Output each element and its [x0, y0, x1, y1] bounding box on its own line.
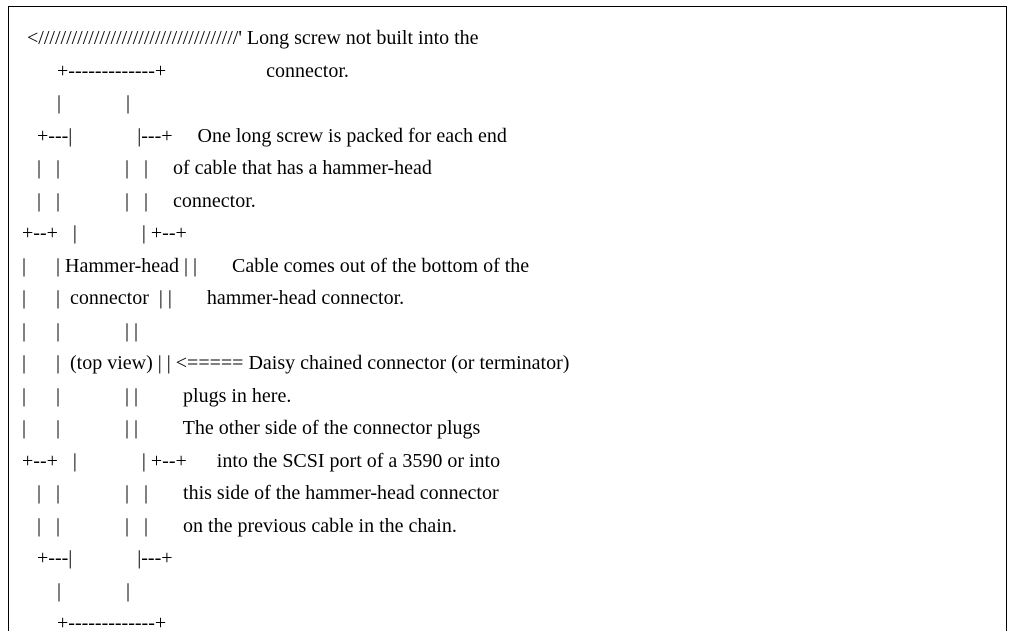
diagram-line: | | | | connector.	[22, 189, 256, 212]
diagram-line: +---| |---+	[22, 547, 173, 569]
diagram-line: | | | |	[22, 319, 139, 342]
diagram-line: | | | | on the previous cable in the cha…	[22, 514, 457, 537]
diagram-line: +--+ | | +--+	[22, 222, 187, 244]
diagram-line: +-------------+	[22, 612, 167, 634]
diagram-line: +---| |---+ One long screw is packed for…	[22, 124, 507, 147]
diagram-line: | | (top view) | | <===== Daisy chained …	[22, 352, 570, 374]
diagram-line: | | | | this side of the hammer-head con…	[22, 482, 499, 504]
connector-ascii-diagram: <////////////////////////////////////' L…	[22, 22, 569, 640]
diagram-line: | |	[22, 92, 131, 114]
diagram-line: | | | | plugs in here.	[22, 384, 292, 407]
diagram-line: | | connector | | hammer-head connector.	[22, 287, 405, 309]
diagram-frame	[8, 6, 1007, 631]
diagram-line: +--+ | | +--+ into the SCSI port of a 35…	[22, 449, 501, 472]
diagram-line: | |	[22, 579, 131, 602]
diagram-line: | | | | of cable that has a hammer-head	[22, 157, 432, 179]
diagram-line: <////////////////////////////////////' L…	[22, 27, 479, 49]
diagram-line: +-------------+ connector.	[22, 59, 349, 82]
diagram-line: | | | | The other side of the connector …	[22, 417, 481, 439]
diagram-line: | | Hammer-head | | Cable comes out of t…	[22, 254, 530, 277]
